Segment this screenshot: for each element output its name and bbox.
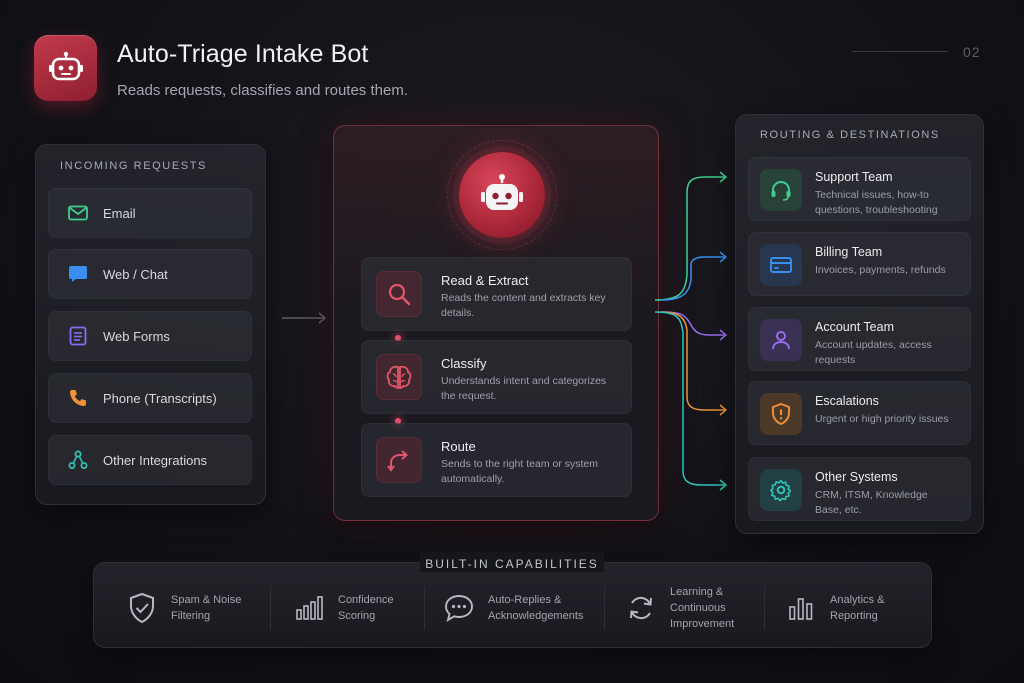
step-classify[interactable]: Classify Understands intent and categori… [361,340,632,414]
connector-billing [660,256,725,301]
route-escalations[interactable]: Escalations Urgent or high priority issu… [748,381,971,445]
form-icon [67,325,89,347]
capability-label: Scoring [338,610,376,622]
gear-icon [760,469,802,511]
step-read-extract[interactable]: Read & Extract Reads the content and ext… [361,257,632,331]
routing-connectors [655,171,728,491]
step-description: Reads the content and extracts key detai… [441,292,606,319]
capabilities-heading-bg [420,552,604,572]
route-description: Invoices, payments, refunds [815,264,946,276]
connector-support [655,176,725,301]
incoming-item-label: Web / Chat [103,266,168,282]
incoming-item-web-forms[interactable]: Web Forms [48,311,252,361]
capabilities-panel [93,562,932,648]
brain-icon [376,354,422,400]
step-title: Route [441,439,476,454]
mail-icon [67,202,89,224]
capability-label: Improvement [670,618,735,630]
step-title: Classify [441,356,487,371]
connector-account [660,311,725,336]
capability-label: Continuous [670,602,726,614]
route-description: Technical issues, how-to questions, trou… [815,189,938,216]
speech-bubble-icon [442,591,476,625]
capability-analytics: Analytics & Reporting [784,580,884,636]
route-title: Account Team [815,320,894,334]
capability-label: Filtering [171,610,211,622]
incoming-item-label: Other Integrations [103,452,208,468]
step-connector-dot [395,335,401,341]
route-description: Urgent or high priority issues [815,413,949,425]
route-support-team[interactable]: Support Team Technical issues, how-to qu… [748,157,971,221]
capability-divider [604,586,605,630]
route-description: Account updates, access requests [815,339,932,366]
connector-other-systems [655,311,725,486]
refresh-icon [624,591,658,625]
route-billing-team[interactable]: Billing Team Invoices, payments, refunds [748,232,971,296]
capability-divider [764,586,765,630]
route-title: Support Team [815,170,893,184]
capability-label: Spam & Noise [171,594,242,606]
page-title: Auto-Triage Intake Bot [117,40,369,68]
incoming-item-label: Phone (Transcripts) [103,390,217,406]
phone-icon [67,387,89,409]
bars-icon [292,591,326,625]
route-arrow-icon [376,437,422,483]
page-subtitle: Reads requests, classifies and routes th… [117,82,408,99]
incoming-item-other-integrations[interactable]: Other Integrations [48,435,252,485]
connector-escalations [660,311,725,411]
step-title: Read & Extract [441,273,529,288]
capability-label: Acknowledgements [488,610,584,622]
step-connector-dot [395,418,401,424]
search-icon [376,271,422,317]
shield-check-icon [125,591,159,625]
capabilities-heading: BUILT-IN CAPABILITIES [425,557,599,571]
incoming-to-bot-arrow [282,312,327,324]
bot-ring [447,140,557,250]
page-divider [852,51,948,52]
step-description: Understands intent and categorizes the r… [441,375,607,402]
incoming-item-phone[interactable]: Phone (Transcripts) [48,373,252,423]
routing-destinations-heading: ROUTING & DESTINATIONS [760,129,940,141]
incoming-item-email[interactable]: Email [48,188,252,238]
app-logo [34,35,97,101]
credit-card-icon [760,244,802,286]
robot-icon [48,51,83,81]
route-account-team[interactable]: Account Team Account updates, access req… [748,307,971,371]
capability-label: Analytics & [830,594,885,606]
user-icon [760,319,802,361]
bot-avatar [459,152,545,238]
route-description: CRM, ITSM, Knowledge Base, etc. [815,489,928,516]
share-nodes-icon [67,449,89,471]
capability-divider [270,586,271,630]
route-title: Escalations [815,394,879,408]
step-route[interactable]: Route Sends to the right team or system … [361,423,632,497]
robot-icon [481,174,523,210]
capability-divider [424,586,425,630]
route-title: Other Systems [815,470,898,484]
route-title: Billing Team [815,245,883,259]
capability-label: Learning & [670,586,724,598]
incoming-item-web-chat[interactable]: Web / Chat [48,249,252,299]
capability-auto-replies: Auto-Replies & Acknowledgements [442,580,583,636]
incoming-item-label: Email [103,205,136,221]
incoming-requests-heading: INCOMING REQUESTS [60,160,207,172]
capability-label: Reporting [830,610,878,622]
chat-icon [67,263,89,285]
analytics-icon [784,591,818,625]
step-description: Sends to the right team or system automa… [441,458,598,485]
capability-label: Auto-Replies & [488,594,562,606]
route-other-systems[interactable]: Other Systems CRM, ITSM, Knowledge Base,… [748,457,971,521]
page-number: 02 [963,44,981,60]
headset-icon [760,169,802,211]
incoming-item-label: Web Forms [103,328,170,344]
shield-alert-icon [760,393,802,435]
capability-label: Confidence [338,594,394,606]
